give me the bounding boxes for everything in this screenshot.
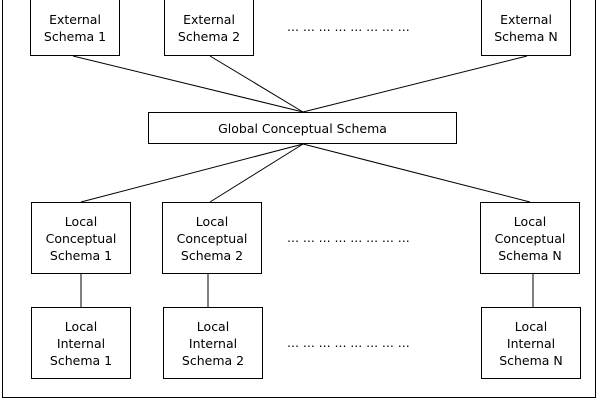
connector-external-1-global (72, 55, 304, 113)
local-conceptual-schema-1-box: Local Conceptual Schema 1 (31, 202, 131, 274)
external-schema-1-box: External Schema 1 (30, 0, 120, 56)
connector-global-local-conceptual-n (302, 143, 531, 203)
local-internal-ellipsis: … … … … … … … … (287, 336, 410, 350)
external-schema-2-line2: Schema 2 (177, 28, 241, 44)
connector-global-local-conceptual-2 (209, 143, 304, 203)
local-conceptual-schema-1-line3: Schema 1 (49, 247, 113, 263)
local-internal-schema-n-line2: Internal (506, 335, 556, 351)
local-internal-schema-2-box: Local Internal Schema 2 (163, 307, 263, 379)
external-schema-2-line1: External (183, 11, 235, 27)
global-conceptual-schema-label: Global Conceptual Schema (218, 120, 387, 136)
external-ellipsis: … … … … … … … … (287, 20, 410, 34)
local-internal-schema-1-line3: Schema 1 (49, 352, 113, 368)
local-internal-schema-1-line1: Local (64, 318, 98, 334)
local-conceptual-schema-n-line2: Conceptual (494, 230, 566, 246)
local-conceptual-schema-2-line3: Schema 2 (180, 247, 244, 263)
local-internal-schema-1-line2: Internal (56, 335, 106, 351)
local-internal-schema-n-line3: Schema N (499, 352, 563, 368)
connector-external-2-global (209, 55, 304, 113)
external-schema-n-box: External Schema N (481, 0, 571, 56)
local-internal-schema-2-line1: Local (196, 318, 230, 334)
connector-external-n-global (302, 55, 528, 113)
local-internal-schema-n-box: Local Internal Schema N (481, 307, 581, 379)
local-internal-schema-n-line1: Local (514, 318, 548, 334)
local-conceptual-schema-n-line3: Schema N (498, 247, 562, 263)
external-schema-1-line2: Schema 1 (43, 28, 107, 44)
connector-global-local-conceptual-1 (80, 143, 304, 203)
local-internal-schema-2-line3: Schema 2 (181, 352, 245, 368)
external-schema-n-line2: Schema N (494, 28, 558, 44)
external-schema-1-line1: External (49, 11, 101, 27)
local-conceptual-schema-1-line1: Local (64, 213, 98, 229)
external-schema-n-line1: External (500, 11, 552, 27)
local-conceptual-schema-n-box: Local Conceptual Schema N (480, 202, 580, 274)
global-conceptual-schema-box: Global Conceptual Schema (148, 112, 457, 144)
local-internal-schema-2-line2: Internal (188, 335, 238, 351)
local-conceptual-schema-n-line1: Local (513, 213, 547, 229)
external-schema-2-box: External Schema 2 (164, 0, 254, 56)
local-conceptual-schema-2-box: Local Conceptual Schema 2 (162, 202, 262, 274)
local-conceptual-ellipsis: … … … … … … … … (287, 231, 410, 245)
local-internal-schema-1-box: Local Internal Schema 1 (31, 307, 131, 379)
local-conceptual-schema-2-line2: Conceptual (176, 230, 248, 246)
local-conceptual-schema-1-line2: Conceptual (45, 230, 117, 246)
local-conceptual-schema-2-line1: Local (195, 213, 229, 229)
